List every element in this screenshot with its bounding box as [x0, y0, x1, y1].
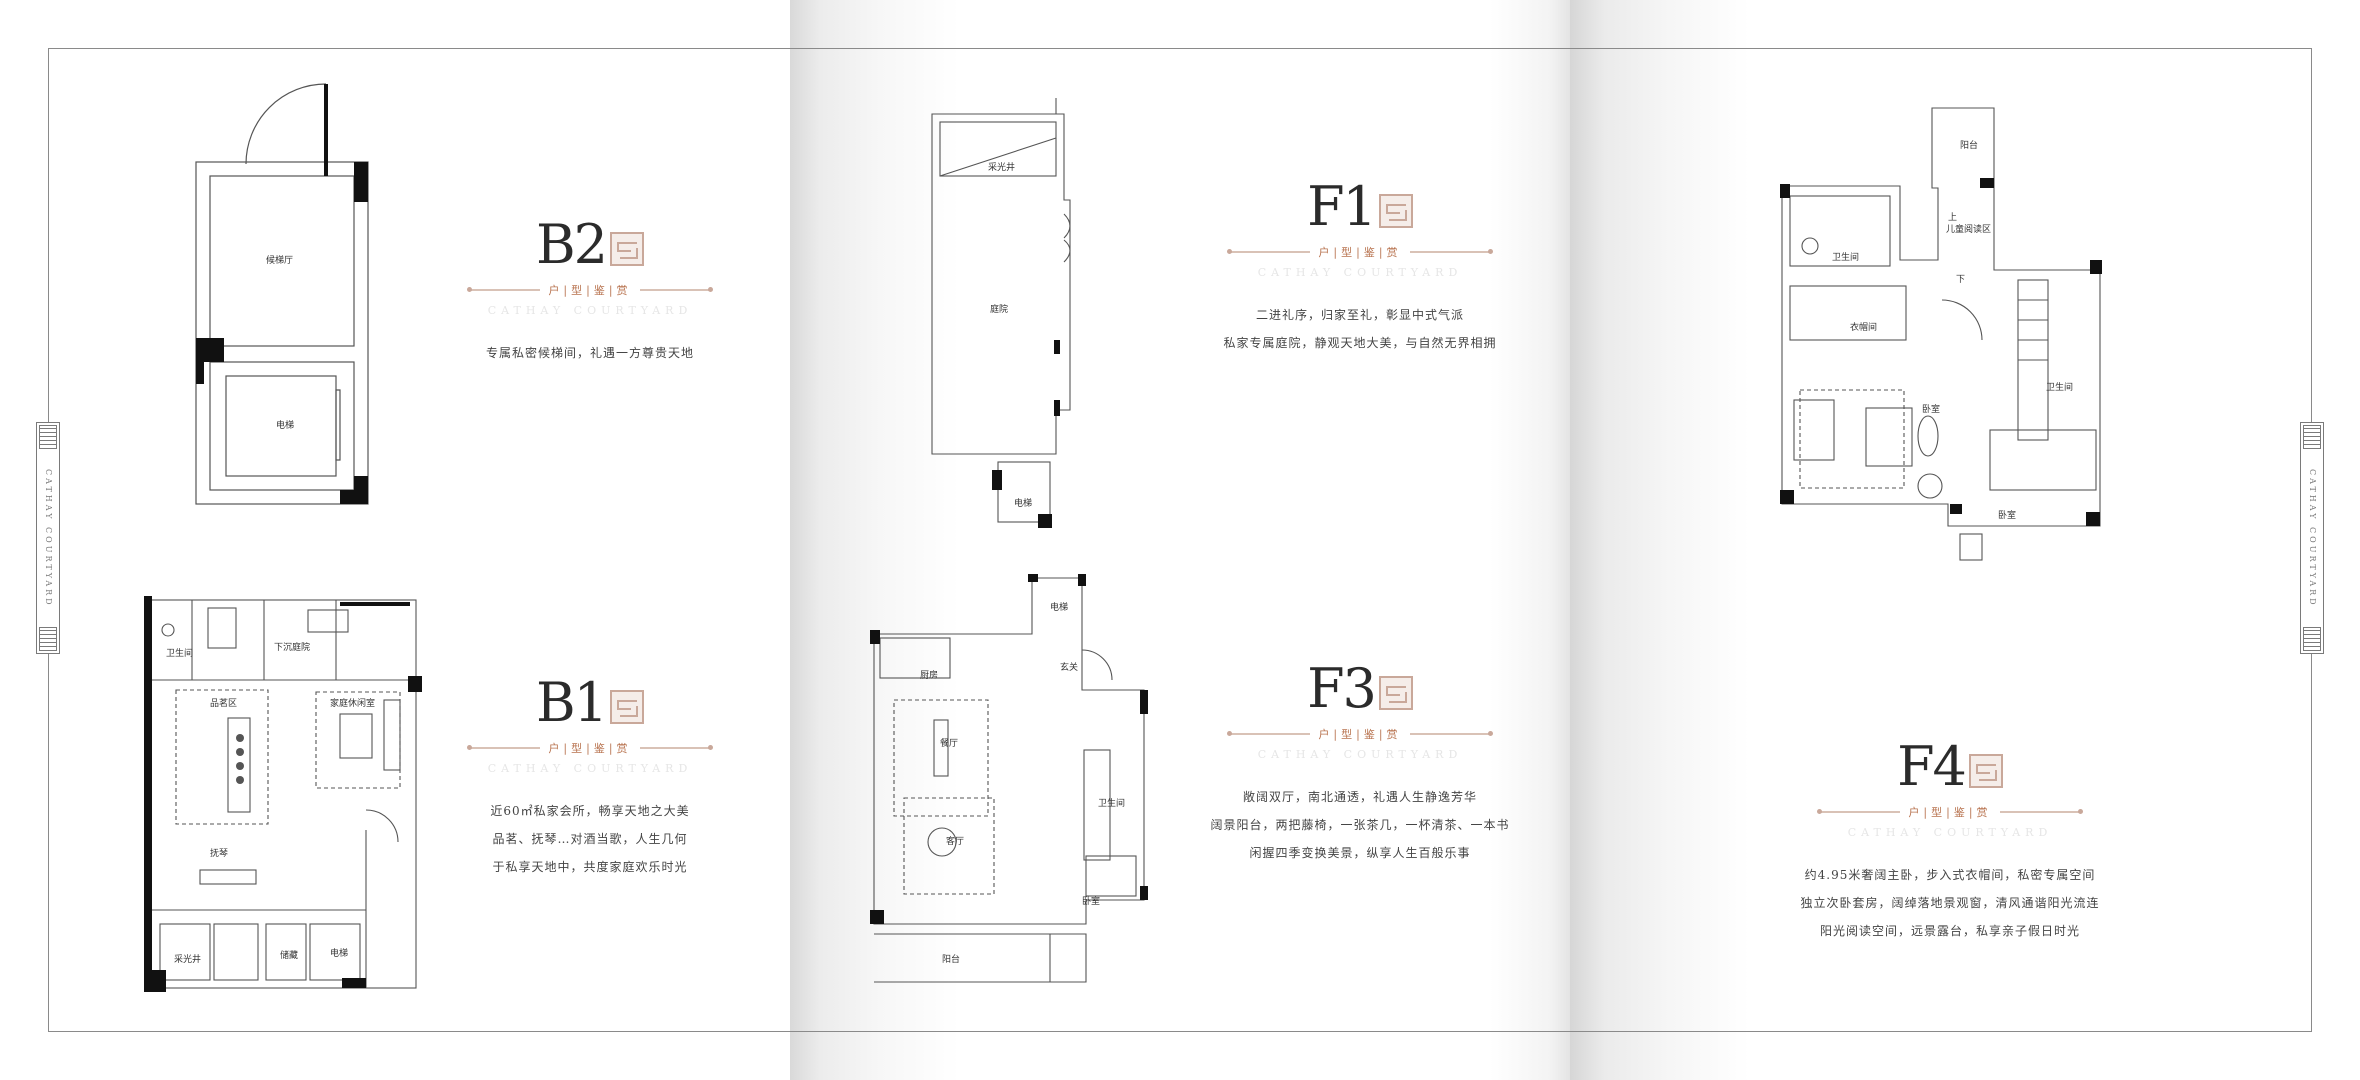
tab-ornament-icon	[39, 425, 57, 449]
tag-text: 户|型|鉴|赏	[1318, 728, 1402, 741]
floor-code: B2	[535, 213, 608, 276]
description: 二进礼序，归家至礼，彰显中式气派 私家专属庭院，静观天地大美，与自然无界相拥	[1210, 301, 1510, 357]
desc-line: 闲握四季变换美景，纵享人生百般乐事	[1249, 846, 1471, 860]
desc-line: 专属私密候梯间，礼遇一方尊贵天地	[485, 346, 694, 360]
info-f3: F3 户|型|鉴|赏 CATHAY COURTYARD 敞阔双厅，南北通透，礼遇…	[1200, 662, 1520, 867]
room-label: 卫生间	[166, 647, 193, 659]
room-label: 候梯厅	[266, 254, 293, 266]
page-middle	[790, 0, 1570, 1080]
info-f1: F1 户|型|鉴|赏 CATHAY COURTYARD 二进礼序，归家至礼，彰显…	[1210, 180, 1510, 357]
seal-icon	[1378, 194, 1413, 228]
info-b1: B1 户|型|鉴|赏 CATHAY COURTYARD 近60㎡私家会所，畅享天…	[466, 671, 714, 881]
sub-title: CATHAY COURTYARD	[487, 304, 693, 317]
sub-title: CATHAY COURTYARD	[1847, 826, 2053, 839]
description: 近60㎡私家会所，畅享天地之大美 品茗、抚琴…对酒当歌，人生几何 于私享天地中，…	[470, 797, 710, 881]
desc-line: 约4.95米奢阔主卧，步入式衣帽间，私密专属空间	[1804, 868, 2096, 882]
desc-line: 二进礼序，归家至礼，彰显中式气派	[1255, 308, 1464, 322]
room-label: 儿童阅读区	[1946, 223, 1991, 235]
room-label: 品茗区	[210, 698, 237, 709]
description: 专属私密候梯间，礼遇一方尊贵天地	[470, 339, 710, 367]
room-label: 餐厅	[940, 737, 958, 749]
room-label: 抚琴	[210, 847, 228, 859]
desc-line: 阔景阳台，两把藤椅，一张茶几，一杯清茶、一本书	[1210, 818, 1510, 832]
room-label: 卫生间	[1098, 797, 1125, 809]
room-label: 采光井	[174, 953, 201, 965]
right-side-tab: CATHAY COURTYARD	[2300, 422, 2324, 654]
desc-line: 敞阔双厅，南北通透，礼遇人生静逸芳华	[1242, 790, 1477, 804]
tab-ornament-icon	[2303, 425, 2321, 449]
info-b2: B2 户|型|鉴|赏 CATHAY COURTYARD 专属私密候梯间，礼遇一方…	[466, 213, 714, 367]
room-label: 家庭休闲室	[330, 697, 375, 709]
floor-code: F3	[1307, 657, 1377, 720]
info-f4: F4 户|型|鉴|赏 CATHAY COURTYARD 约4.95米奢阔主卧，步…	[1790, 740, 2110, 945]
room-label: 玄关	[1060, 661, 1078, 673]
room-label: 厨房	[920, 669, 938, 681]
room-label: 上	[1948, 212, 1957, 223]
seal-icon	[610, 232, 645, 266]
floor-plan-b1: 卫生间 下沉庭院 品茗区 家庭休闲室 抚琴 采光井 储藏 电梯	[140, 590, 430, 1000]
room-label: 阳台	[942, 953, 960, 965]
sub-title: CATHAY COURTYARD	[1257, 266, 1463, 279]
room-label: 电梯	[1014, 497, 1032, 509]
room-label: 下沉庭院	[274, 641, 310, 653]
room-label: 下	[1956, 275, 1965, 285]
room-label: 客厅	[946, 835, 964, 847]
page-right	[1570, 0, 2360, 1080]
room-label: 电梯	[276, 419, 294, 431]
seal-icon	[610, 690, 645, 724]
tag-text: 户|型|鉴|赏	[1318, 246, 1402, 259]
room-label: 阳台	[1960, 139, 1978, 151]
room-label: 卧室	[1998, 509, 2016, 521]
room-label: 庭院	[990, 303, 1008, 315]
room-label: 卧室	[1082, 895, 1100, 907]
desc-line: 于私享天地中，共度家庭欢乐时光	[492, 860, 688, 874]
page-left	[0, 0, 790, 1080]
right-tab-text: CATHAY COURTYARD	[2308, 468, 2317, 608]
description: 敞阔双厅，南北通透，礼遇人生静逸芳华 阔景阳台，两把藤椅，一张茶几，一杯清茶、一…	[1200, 783, 1520, 867]
room-label: 卫生间	[2046, 381, 2073, 393]
tag-text: 户|型|鉴|赏	[1908, 806, 1992, 819]
desc-line: 阳光阅读空间，远景露台，私享亲子假日时光	[1819, 924, 2080, 938]
left-tab-text: CATHAY COURTYARD	[44, 468, 53, 608]
floor-plan-f4: 阳台 上 儿童阅读区 卫生间 下 衣帽间 卧室 卫生间 卧室	[1770, 100, 2110, 561]
seal-icon	[1378, 676, 1413, 710]
floor-code: F4	[1897, 735, 1967, 798]
room-label: 采光井	[988, 161, 1015, 173]
floor-code: F1	[1307, 175, 1377, 238]
seal-icon	[1968, 754, 2003, 788]
desc-line: 品茗、抚琴…对酒当歌，人生几何	[492, 832, 688, 846]
sub-title: CATHAY COURTYARD	[487, 762, 693, 775]
desc-line: 私家专属庭院，静观天地大美，与自然无界相拥	[1223, 336, 1497, 350]
desc-line: 近60㎡私家会所，畅享天地之大美	[490, 804, 690, 818]
description: 约4.95米奢阔主卧，步入式衣帽间，私密专属空间 独立次卧套房，阔绰落地景观窗，…	[1790, 861, 2110, 945]
room-label: 卫生间	[1832, 251, 1859, 263]
left-side-tab: CATHAY COURTYARD	[36, 422, 60, 654]
tag-text: 户|型|鉴|赏	[548, 742, 632, 755]
room-label: 储藏	[280, 949, 298, 961]
tab-ornament-icon	[2303, 627, 2321, 651]
room-label: 电梯	[1050, 601, 1068, 613]
floor-code: B1	[535, 671, 608, 734]
room-label: 卧室	[1922, 403, 1940, 415]
tag-text: 户|型|鉴|赏	[548, 284, 632, 297]
floor-plan-f1: 采光井 庭院 电梯	[920, 90, 1080, 545]
sub-title: CATHAY COURTYARD	[1257, 748, 1463, 761]
floor-plan-b2: 候梯厅 电梯	[190, 80, 380, 520]
desc-line: 独立次卧套房，阔绰落地景观窗，清风通谐阳光流连	[1800, 896, 2100, 910]
tab-ornament-icon	[39, 627, 57, 651]
floor-plan-f3: 电梯 厨房 玄关 餐厅 客厅 卫生间 卧室 阳台	[860, 570, 1150, 990]
room-label: 电梯	[330, 947, 348, 959]
room-label: 衣帽间	[1850, 321, 1877, 333]
